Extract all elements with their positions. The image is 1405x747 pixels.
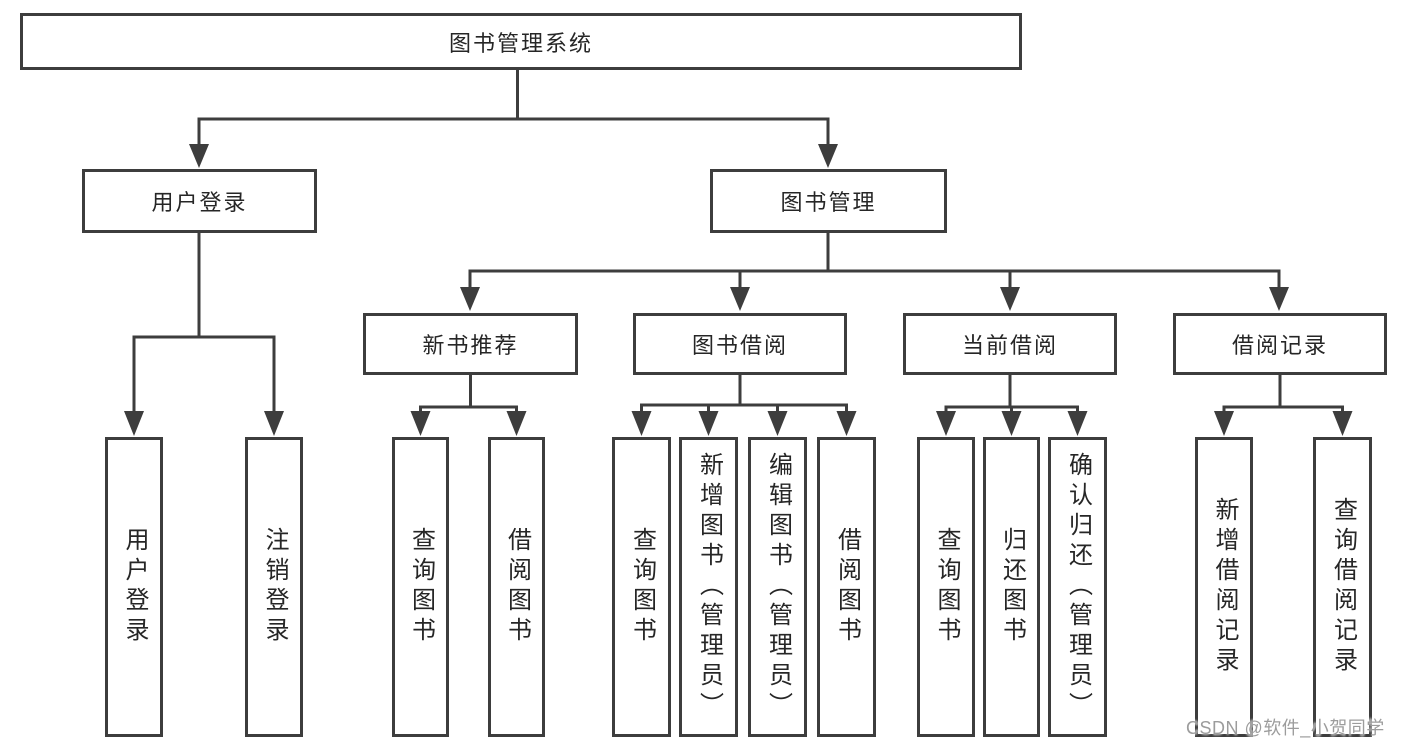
leaf-return-book: 归还图书 <box>983 437 1040 737</box>
edge-user-login-children <box>124 233 284 436</box>
node-user-login-label: 用户登录 <box>151 190 248 215</box>
leaf-confirm-return-admin: 确认归还（管理员） <box>1048 437 1107 737</box>
leaf-borrow-books-recommend-label: 借阅图书 <box>503 527 531 647</box>
node-current-borrow-label: 当前借阅 <box>961 333 1058 358</box>
edge-root-to-level2 <box>189 70 838 168</box>
csdn-watermark: CSDN @软件_小贺同学 <box>1186 718 1385 738</box>
leaf-add-book-admin: 新增图书（管理员） <box>679 437 738 737</box>
node-new-book-recommend-label: 新书推荐 <box>422 333 519 358</box>
leaf-add-borrow-record: 新增借阅记录 <box>1195 437 1253 737</box>
leaf-edit-book-admin: 编辑图书（管理员） <box>748 437 807 737</box>
leaf-borrow-books-recommend: 借阅图书 <box>488 437 545 737</box>
leaf-borrow-books-label: 借阅图书 <box>833 527 861 647</box>
leaf-add-borrow-record-label: 新增借阅记录 <box>1211 497 1238 677</box>
leaf-logout: 注销登录 <box>245 437 303 737</box>
node-book-borrow-label: 图书借阅 <box>691 333 788 358</box>
leaf-query-books-recommend: 查询图书 <box>392 437 449 737</box>
leaf-edit-book-admin-label: 编辑图书（管理员） <box>764 452 792 722</box>
edge-borrow-records-children <box>1214 375 1353 436</box>
edge-book-borrow-children <box>631 375 857 436</box>
leaf-return-book-label: 归还图书 <box>998 527 1026 647</box>
edge-new-book-recommend-children <box>410 375 527 436</box>
node-borrow-records: 借阅记录 <box>1173 313 1387 375</box>
node-book-management-label: 图书管理 <box>780 190 877 215</box>
leaf-query-books-borrow-label: 查询图书 <box>628 527 656 647</box>
node-root: 图书管理系统 <box>20 13 1022 70</box>
node-book-borrow: 图书借阅 <box>633 313 847 375</box>
edge-book-management-children <box>460 233 1289 311</box>
node-book-management: 图书管理 <box>710 169 947 233</box>
leaf-query-borrow-record: 查询借阅记录 <box>1313 437 1372 737</box>
leaf-borrow-books: 借阅图书 <box>817 437 876 737</box>
leaf-user-login: 用户登录 <box>105 437 163 737</box>
edge-current-borrow-children <box>936 375 1088 436</box>
node-root-label: 图书管理系统 <box>448 30 593 56</box>
leaf-logout-label: 注销登录 <box>261 527 288 647</box>
leaf-add-book-admin-label: 新增图书（管理员） <box>695 452 723 722</box>
leaf-query-books-recommend-label: 查询图书 <box>407 527 435 647</box>
node-new-book-recommend: 新书推荐 <box>363 313 578 375</box>
leaf-query-books-current: 查询图书 <box>917 437 975 737</box>
node-user-login: 用户登录 <box>82 169 317 233</box>
leaf-confirm-return-admin-label: 确认归还（管理员） <box>1064 452 1092 722</box>
leaf-query-books-current-label: 查询图书 <box>933 527 960 647</box>
node-borrow-records-label: 借阅记录 <box>1231 333 1328 358</box>
leaf-query-books-borrow: 查询图书 <box>612 437 671 737</box>
leaf-user-login-label: 用户登录 <box>121 527 148 647</box>
leaf-query-borrow-record-label: 查询借阅记录 <box>1329 497 1357 677</box>
node-current-borrow: 当前借阅 <box>903 313 1117 375</box>
